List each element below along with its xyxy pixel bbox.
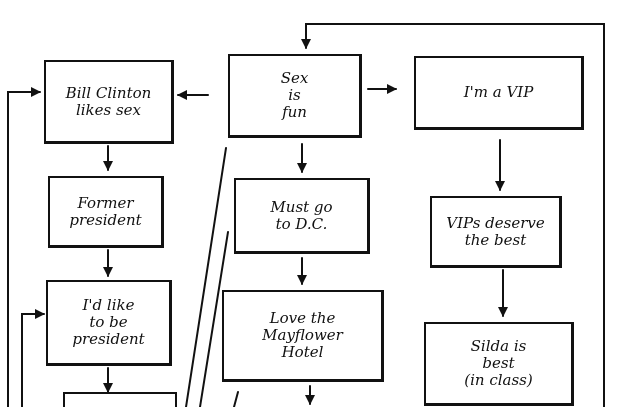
diagonal-line-2 <box>199 231 229 407</box>
node-like-president: I'd like to be president <box>46 280 172 366</box>
node-bill-clinton-line: likes sex <box>75 100 142 119</box>
node-silda-line: (in class) <box>464 370 533 389</box>
node-former-line: president <box>69 210 142 229</box>
node-silda-line: Silda is <box>470 337 527 356</box>
node-mayflower-line: Love the <box>269 309 336 328</box>
node-deserve-line: VIPs deserve <box>446 213 545 232</box>
node-must-go-dc: Must go to D.C. <box>234 178 370 254</box>
node-sex-line: Sex <box>280 69 309 88</box>
node-bill-clinton-line: Bill Clinton <box>65 83 152 102</box>
node-deserve-line: the best <box>464 230 527 249</box>
node-bill-clinton: Bill Clinton likes sex <box>44 60 174 144</box>
node-sex-line: fun <box>282 102 307 121</box>
node-vip-line: I'm a VIP <box>463 83 534 102</box>
diagonal-line-3 <box>233 391 239 407</box>
node-mayflower: Love the Mayflower Hotel <box>222 290 384 382</box>
node-sex-line: is <box>288 86 301 105</box>
partial-box <box>63 392 177 407</box>
node-silda-line: best <box>482 354 515 373</box>
node-mayflower-line: Mayflower <box>262 326 343 345</box>
node-president-line: president <box>72 329 145 348</box>
node-former-president: Former president <box>48 176 164 248</box>
node-president-line: to be <box>89 313 128 332</box>
arrow-loop-inner <box>21 309 45 407</box>
node-silda: Silda is best (in class) <box>424 322 574 406</box>
arrow-loop-left <box>7 87 41 407</box>
node-president-line: I'd like <box>82 296 135 315</box>
arrow-loop-top <box>301 23 605 407</box>
node-vip: I'm a VIP <box>414 56 584 130</box>
node-mayflower-line: Hotel <box>281 342 324 361</box>
node-dc-line: Must go <box>270 197 333 216</box>
node-vips-deserve: VIPs deserve the best <box>430 196 562 268</box>
diagonal-line-1 <box>185 147 227 407</box>
node-sex-is-fun: Sex is fun <box>228 54 362 138</box>
node-former-line: Former <box>77 193 134 212</box>
node-dc-line: to D.C. <box>275 214 328 233</box>
